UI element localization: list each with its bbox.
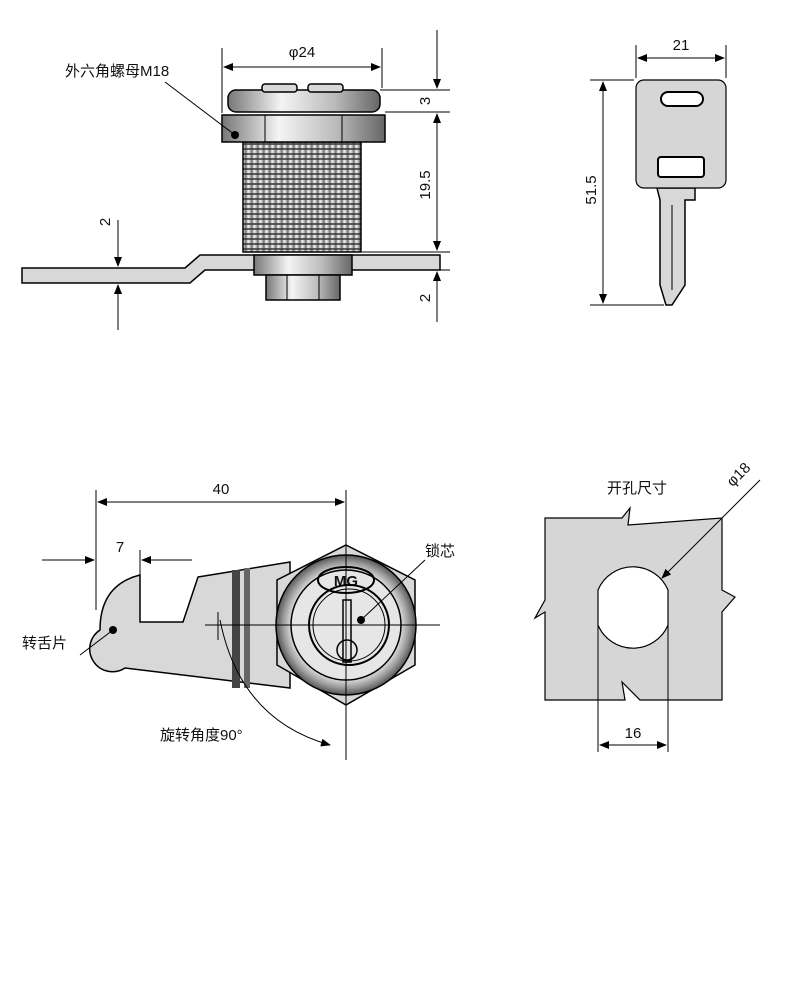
cap-dim: 3 xyxy=(417,97,434,105)
cam-label: 转舌片 xyxy=(22,635,67,652)
hex-nut xyxy=(221,114,386,143)
cutout-diameter-label: φ18 xyxy=(723,459,754,490)
core-label: 锁芯 xyxy=(425,543,455,560)
plate-dim-left: 2 xyxy=(97,218,114,226)
offset-label: 7 xyxy=(116,539,124,556)
rotation-label: 旋转角度90° xyxy=(160,727,243,744)
cap xyxy=(227,89,381,113)
key-width-label: 21 xyxy=(673,37,690,54)
cutout-width-label: 16 xyxy=(625,725,642,742)
plate-dim-right: 2 xyxy=(417,294,434,302)
threaded-body xyxy=(242,141,362,253)
leader-dot xyxy=(231,131,239,139)
body-dim: 19.5 xyxy=(417,170,434,199)
nut-label: 外六角螺母M18 xyxy=(65,63,169,80)
length-label: 40 xyxy=(213,481,230,498)
key-view: 21 51.5 xyxy=(583,37,727,306)
cutout-hole xyxy=(597,566,669,649)
diameter-label: φ24 xyxy=(289,44,315,61)
cam-plate xyxy=(21,254,441,284)
cutout-view: 16 开孔尺寸 φ18 xyxy=(533,459,761,752)
front-view: MG 锁芯 转舌片 旋转角度90° 40 7 xyxy=(22,481,455,760)
cutout-title: 开孔尺寸 xyxy=(607,480,667,497)
key-length-label: 51.5 xyxy=(583,175,600,204)
side-view: φ24 外六角螺母M18 3 19.5 2 2 xyxy=(21,30,450,330)
